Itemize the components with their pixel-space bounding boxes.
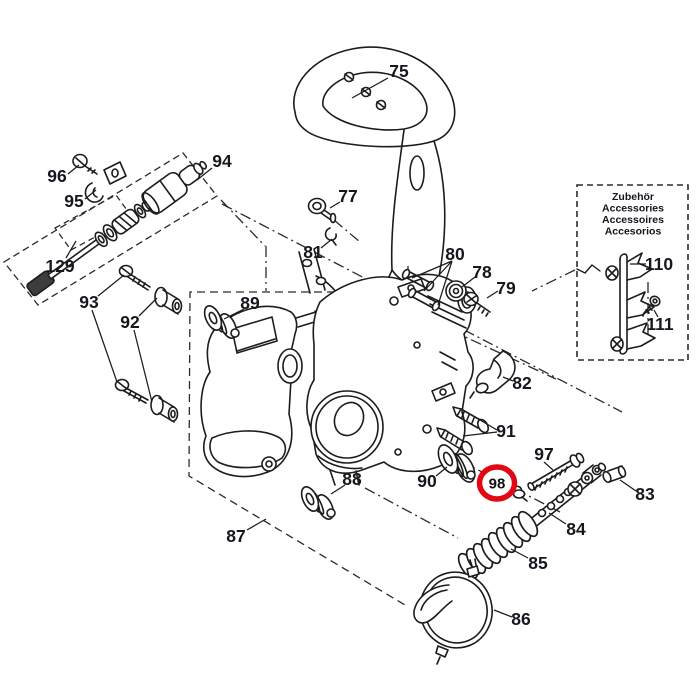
accessories-line-en: Accessories xyxy=(602,203,664,215)
part-label-84: 84 xyxy=(566,519,586,539)
part-label-129: 129 xyxy=(45,256,74,276)
part-label-79: 79 xyxy=(496,278,516,298)
screw-79-art xyxy=(463,291,491,317)
elbow-82-art xyxy=(469,350,516,399)
part-labels: 75 77 78 79 80 81 82 83 84 85 86 87 88 8… xyxy=(45,61,673,629)
crankcase-art xyxy=(200,273,477,486)
clip-81-art xyxy=(324,227,337,246)
bushings-92-art xyxy=(150,286,183,423)
part-label-87: 87 xyxy=(226,526,245,546)
part-label-98: 98 xyxy=(489,476,506,493)
accessories-line-fr: Accessoires xyxy=(602,214,664,226)
handle-art xyxy=(293,46,456,341)
crankcase-group-box xyxy=(188,291,406,606)
part-label-111: 111 xyxy=(646,314,674,334)
oil-pump-group-box xyxy=(3,152,218,306)
part-label-81: 81 xyxy=(303,242,323,262)
part-label-78: 78 xyxy=(472,262,492,282)
plug-77-art xyxy=(307,197,337,224)
nipples-91-art xyxy=(436,406,490,456)
part-label-82: 82 xyxy=(512,373,532,393)
part-label-89: 89 xyxy=(240,293,260,313)
part-label-83: 83 xyxy=(635,484,655,504)
part-label-92: 92 xyxy=(120,312,140,332)
tensioner-97-art xyxy=(527,452,585,491)
pin-83-art xyxy=(602,465,627,484)
oil-pump-inner-group-box xyxy=(54,194,133,251)
accessories-box-border xyxy=(576,184,689,361)
leader-lines xyxy=(65,77,659,618)
accessories-line-es: Accesorios xyxy=(605,226,662,238)
spike-plate-110-art xyxy=(605,252,656,355)
part-label-77: 77 xyxy=(338,186,357,206)
screw-111-art xyxy=(642,295,661,317)
screw-96-art xyxy=(72,153,98,175)
buffer-90-art xyxy=(437,444,476,483)
part-label-93: 93 xyxy=(79,292,99,312)
part-label-94: 94 xyxy=(212,151,232,171)
part-label-96: 96 xyxy=(47,166,67,186)
part-label-97: 97 xyxy=(534,444,553,464)
highlight-circle[interactable] xyxy=(476,464,518,502)
part-label-90: 90 xyxy=(417,471,437,491)
accessories-box-title: Zubehör Accessories Accessoires Accesori… xyxy=(602,191,664,238)
clamp-86-art xyxy=(413,558,493,665)
part-label-80: 80 xyxy=(445,244,465,264)
accessories-line-de: Zubehör xyxy=(612,191,654,203)
buffer-88-art xyxy=(300,486,336,520)
part-label-95: 95 xyxy=(64,191,84,211)
oil-pump-art xyxy=(26,160,208,297)
part-label-85: 85 xyxy=(528,553,548,573)
cap-78-art xyxy=(445,280,467,302)
part-label-88: 88 xyxy=(342,469,362,489)
screws-93-art xyxy=(114,264,151,404)
clip-95-art xyxy=(84,161,127,203)
part-label-86: 86 xyxy=(511,609,531,629)
highlight-98[interactable]: 98 xyxy=(476,464,518,502)
accessories-connector xyxy=(576,264,601,274)
part-label-110: 110 xyxy=(645,254,673,274)
buffer-89-art xyxy=(203,305,240,339)
part-label-91: 91 xyxy=(496,421,516,441)
part-label-75: 75 xyxy=(389,61,409,81)
